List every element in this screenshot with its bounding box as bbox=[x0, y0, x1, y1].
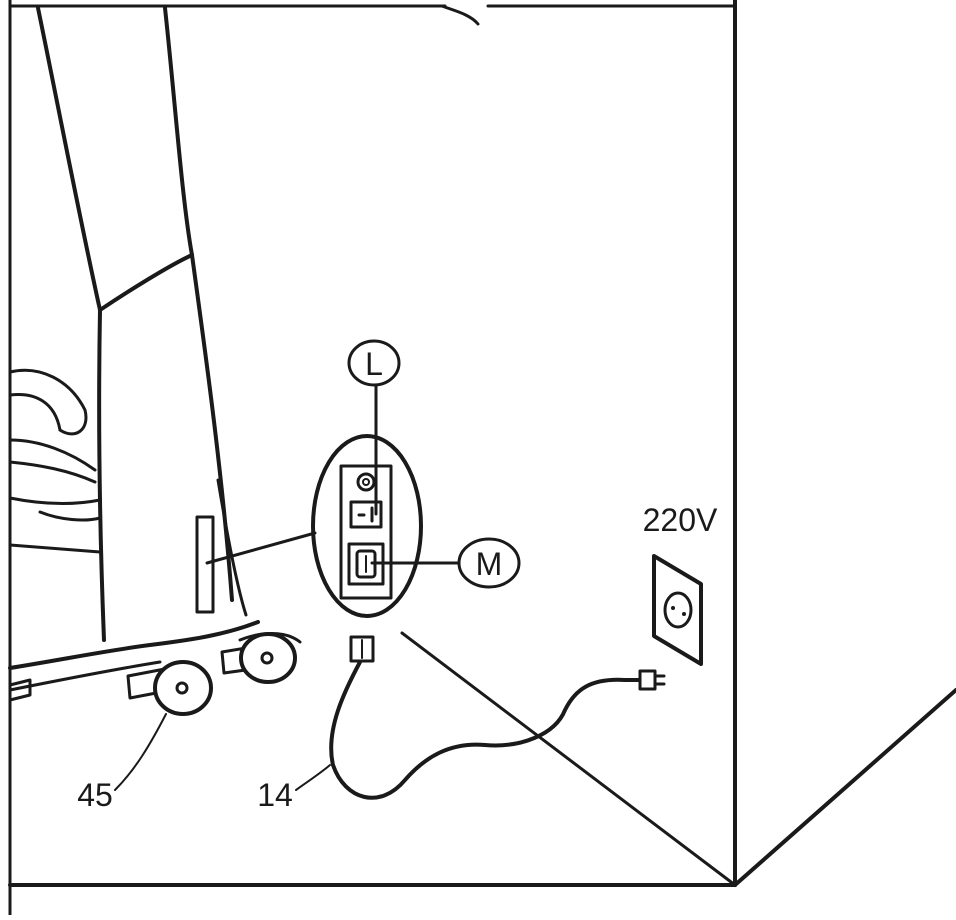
title-fragment bbox=[440, 4, 480, 26]
detail-ellipse bbox=[311, 434, 423, 618]
exhaust-hose bbox=[8, 368, 102, 702]
hose-top-coil bbox=[8, 368, 88, 436]
hose-foot bbox=[8, 678, 32, 702]
caster-wheel-rear bbox=[220, 632, 302, 684]
part-14-label: 14 bbox=[257, 777, 293, 813]
body-back-edge bbox=[163, 6, 194, 257]
wall-outlet-plate bbox=[652, 554, 703, 666]
caster-front-wheel bbox=[153, 660, 213, 716]
hose-lower-ridge-2 bbox=[38, 510, 102, 522]
base-bottom-lip bbox=[8, 660, 162, 692]
detail-leader-line bbox=[205, 531, 317, 565]
hose-lower-ridge bbox=[8, 496, 102, 505]
hose-mid-ridge-2 bbox=[8, 460, 97, 484]
caster-rear-wheel bbox=[239, 632, 297, 684]
power-cord bbox=[329, 635, 666, 800]
body-front-edge bbox=[36, 6, 102, 312]
caster-wheels bbox=[126, 632, 302, 716]
part-45-label: 45 bbox=[77, 777, 113, 813]
callout-l: L bbox=[347, 339, 401, 516]
floor-wall-right-edge bbox=[733, 688, 956, 887]
wall-outlet-socket bbox=[663, 591, 693, 629]
part-45-callout: 45 bbox=[77, 713, 167, 813]
part-14-callout: 14 bbox=[257, 764, 331, 813]
caster-wheel-front bbox=[126, 660, 213, 716]
hose-bottom-ridge bbox=[8, 543, 102, 554]
base-bottom-edge bbox=[8, 620, 260, 670]
wall-outlet-hole-2 bbox=[682, 612, 686, 616]
voltage-label: 220V bbox=[643, 502, 718, 538]
caster-rear-hub bbox=[260, 651, 274, 665]
floor-wall-left-edge bbox=[400, 631, 737, 887]
reset-button-icon[interactable] bbox=[356, 472, 376, 492]
room-outline bbox=[8, 0, 956, 917]
reset-button-center bbox=[362, 478, 370, 486]
base-side-edge bbox=[216, 478, 248, 617]
side-vent bbox=[195, 515, 215, 614]
cord-plug bbox=[638, 669, 657, 691]
base-front-edge bbox=[97, 308, 106, 642]
hose-mid-ridge bbox=[8, 438, 97, 472]
callout-l-label: L bbox=[365, 346, 383, 382]
hose-inner-coil bbox=[8, 392, 62, 432]
appliance-body bbox=[8, 6, 260, 692]
body-lower-seam bbox=[98, 253, 194, 312]
wall-outlet: 220V bbox=[643, 502, 718, 666]
callout-m: M bbox=[370, 537, 521, 589]
part-45-leader bbox=[114, 713, 167, 791]
caster-rear-arc bbox=[238, 632, 302, 644]
callout-l-circle bbox=[347, 339, 401, 387]
callout-m-circle bbox=[457, 537, 521, 589]
wall-outlet-hole-1 bbox=[671, 606, 675, 610]
reset-button[interactable] bbox=[356, 472, 376, 492]
part-14-leader bbox=[295, 764, 331, 791]
base-back-edge bbox=[190, 253, 234, 602]
callout-m-label: M bbox=[476, 546, 503, 582]
caster-front-hub bbox=[175, 681, 189, 695]
cord-line bbox=[329, 660, 642, 800]
rear-panel-detail bbox=[205, 434, 423, 618]
